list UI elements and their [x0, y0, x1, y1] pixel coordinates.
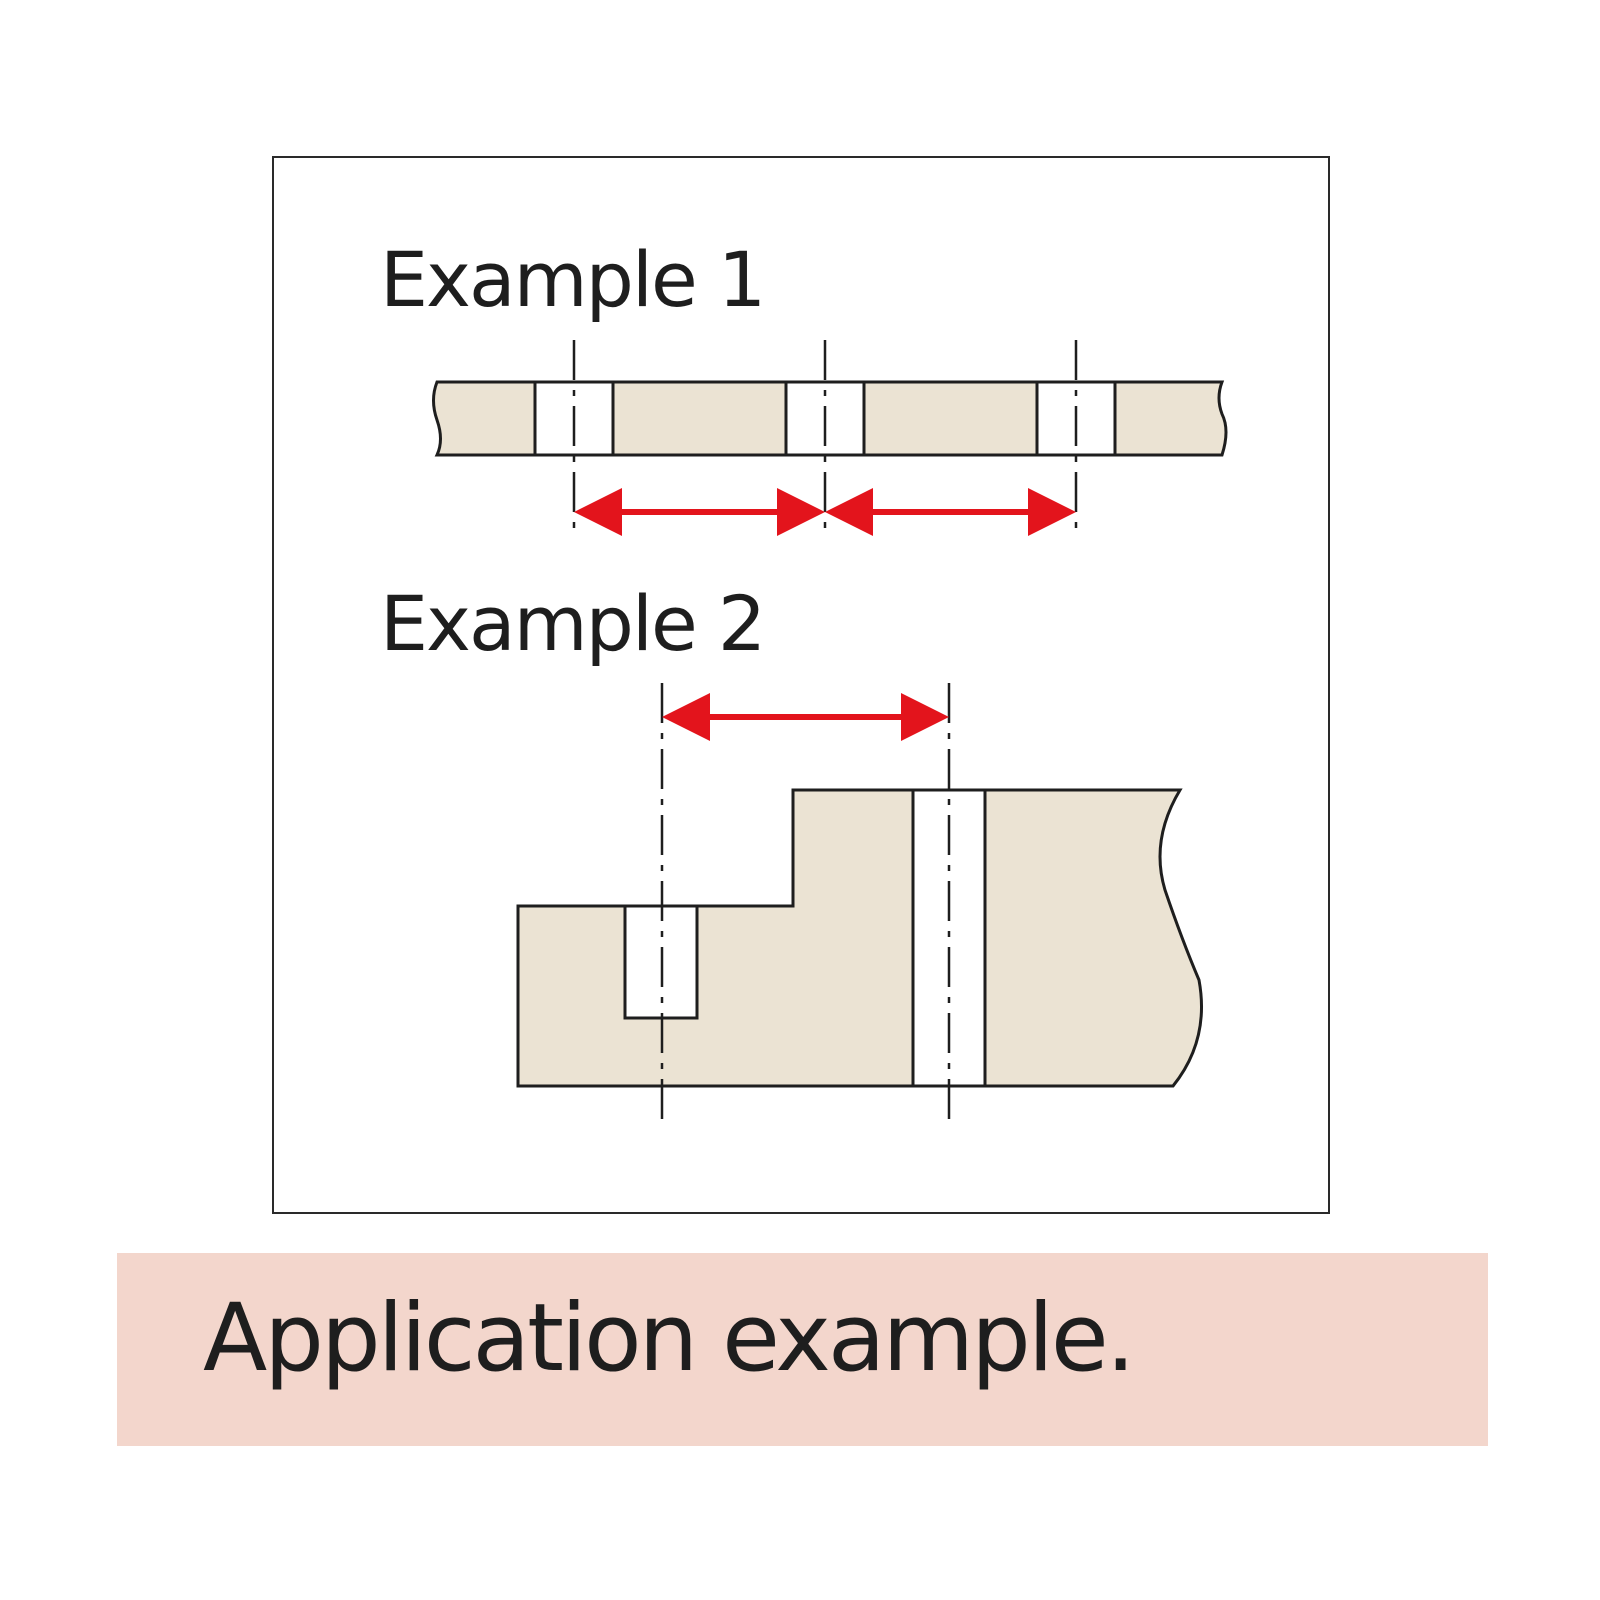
example-2-label: Example 2 [380, 579, 764, 668]
example-1-plate [432, 340, 1228, 535]
example-1-label: Example 1 [380, 235, 764, 324]
caption-band: Application example. [117, 1253, 1488, 1446]
stepped-block-body [516, 788, 1203, 1088]
caption-text: Application example. [203, 1284, 1136, 1393]
example-2-block [516, 683, 1203, 1122]
